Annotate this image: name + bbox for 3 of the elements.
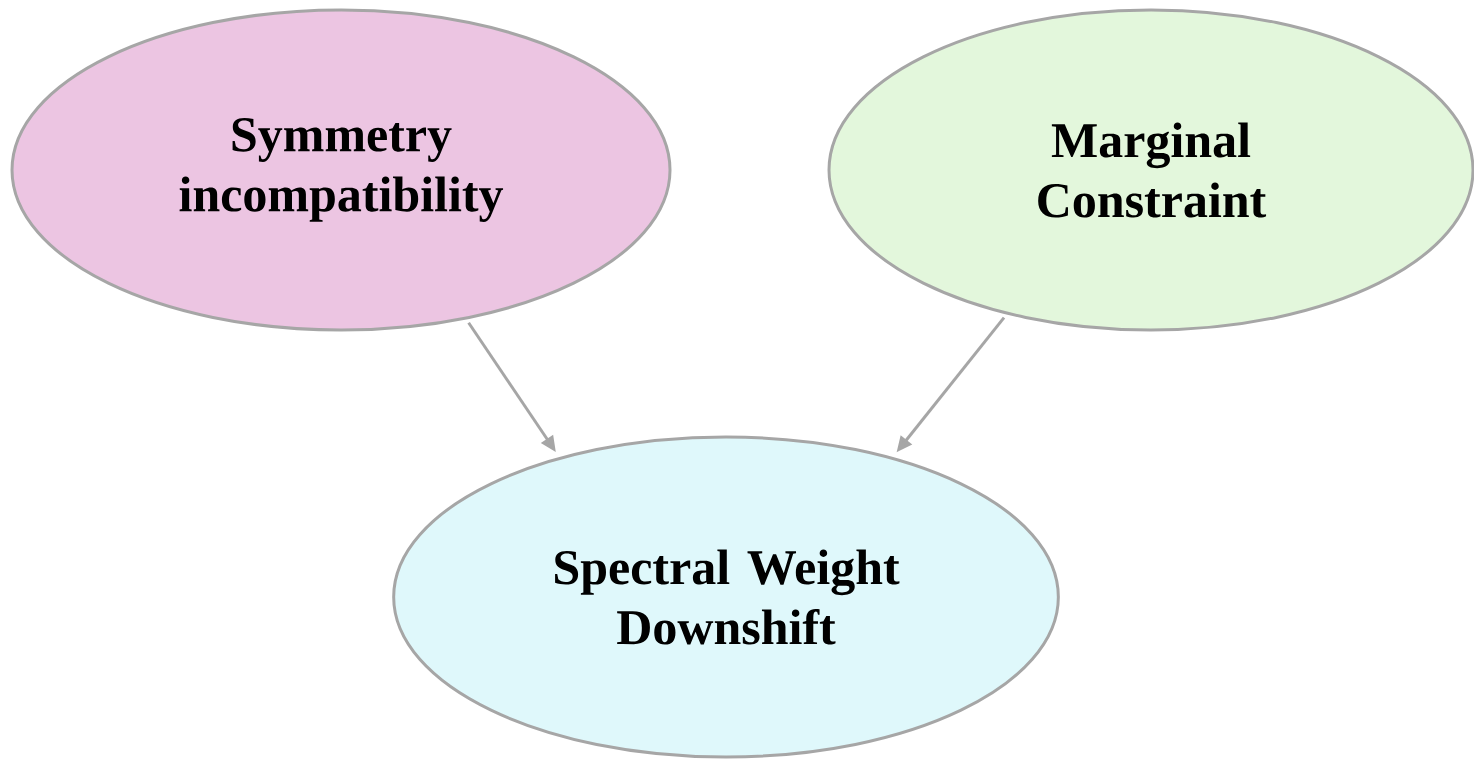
- ellipse-node: Marginal Constraint: [827, 8, 1474, 332]
- ellipse-node: Spectral Weight Downshift: [392, 435, 1060, 759]
- ellipse-node: Symmetry incompatibility: [10, 8, 672, 332]
